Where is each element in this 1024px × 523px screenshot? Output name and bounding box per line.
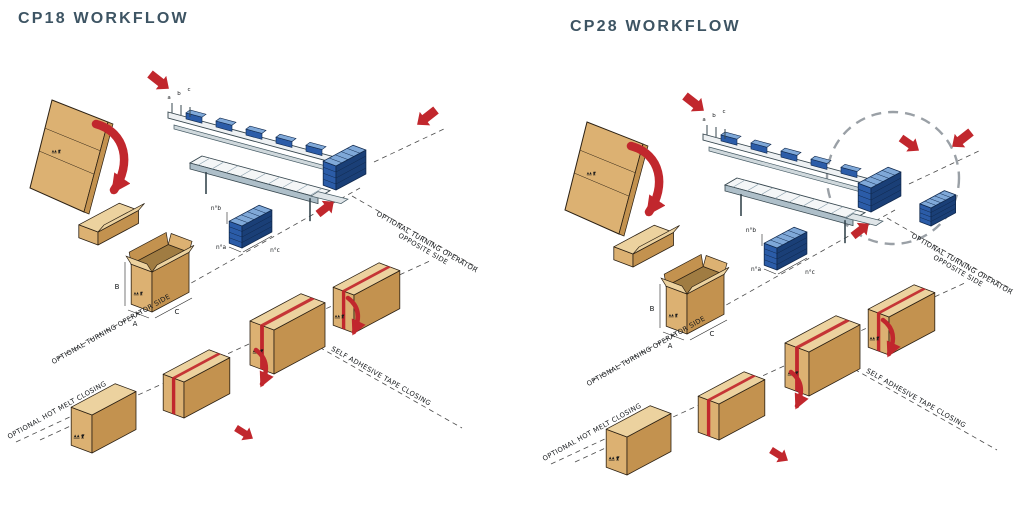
carton-taped-1 — [162, 349, 231, 419]
discharge-bundle — [322, 144, 367, 191]
label-mag-a: a — [702, 117, 705, 123]
label-mag-b: b — [712, 113, 716, 119]
label-n-b: n°b — [746, 228, 757, 234]
label-n-c: n°c — [270, 248, 280, 254]
label-optional-turning-operator-side: OPTIONAL TURNING OPERATOR SIDE — [50, 293, 172, 367]
shipping-marks-icon — [73, 434, 85, 439]
blank-stack-bundle — [763, 226, 808, 271]
flow-arrow-icon — [682, 92, 704, 112]
folded-carton — [78, 202, 145, 246]
curved-flow-arrow-icon — [788, 369, 809, 410]
flow-dashed-line — [373, 127, 447, 163]
double-discharge-highlight-circle — [825, 110, 961, 246]
label-n-c: n°c — [805, 270, 815, 276]
label-self-adhesive-tape-closing: SELF ADHESIVE TAPE CLOSING — [330, 345, 433, 408]
label-dim-B: B — [115, 283, 120, 291]
flow-arrow-icon — [952, 128, 974, 148]
label-optional-turning-operator-opposite-line1: OPTIONAL TURNING OPERATOR — [910, 232, 1014, 297]
magazine-dim-labels: a bc — [702, 109, 725, 123]
label-self-adhesive-tape-closing: SELF ADHESIVE TAPE CLOSING — [865, 367, 968, 430]
flow-dashed-line — [886, 217, 1014, 291]
cardboard-blank-sheet — [564, 121, 649, 237]
erected-carton — [660, 253, 730, 335]
label-optional-turning-operator-opposite-line1: OPTIONAL TURNING OPERATOR — [375, 210, 479, 275]
discharge-bundle — [857, 166, 902, 213]
flow-arrow-icon — [769, 447, 788, 463]
blank-stack-bundle — [228, 204, 273, 249]
fold-arrow-icon — [91, 119, 131, 195]
fold-arrow-icon — [626, 141, 666, 217]
label-optional-turning-operator-side: OPTIONAL TURNING OPERATOR SIDE — [585, 315, 707, 389]
dimension-line — [662, 331, 685, 341]
cardboard-blank-sheet — [29, 99, 114, 215]
erected-carton — [125, 231, 195, 313]
bundle-count-labels: n°b n°a n°c — [211, 206, 280, 254]
flow-arrow-icon — [850, 222, 869, 240]
magazine-dim-labels: a bc — [167, 87, 190, 101]
label-dim-C: C — [710, 330, 715, 338]
carton-dim-labels: B A C — [650, 284, 728, 350]
second-discharge-bundle — [919, 190, 957, 227]
cp28-title: CP28 WORKFLOW — [570, 18, 741, 35]
label-dim-A: A — [668, 342, 673, 350]
dimension-line — [242, 235, 273, 253]
carton-taped-2 — [784, 315, 861, 397]
shipping-marks-icon — [51, 149, 61, 154]
carton-taped-1 — [697, 371, 766, 441]
dimension-line — [228, 246, 242, 253]
flow-arrow-icon — [234, 425, 253, 441]
carton-taped-2 — [249, 293, 326, 375]
flow-dashed-line — [830, 355, 998, 451]
shipping-marks-icon — [608, 456, 620, 461]
carton-hot-melt-closed — [605, 405, 672, 476]
shipping-marks-icon — [668, 313, 678, 318]
carton-taped-3 — [867, 284, 936, 356]
flow-arrows — [682, 92, 974, 463]
curved-flow-arrow-icon — [345, 295, 366, 336]
shipping-marks-icon — [586, 171, 596, 176]
carton-dim-labels: B A C — [115, 262, 193, 328]
label-dim-B: B — [650, 305, 655, 313]
case-packer-machine — [702, 125, 884, 244]
curved-flow-arrow-icon — [880, 317, 901, 358]
flow-arrow-icon — [147, 70, 169, 90]
label-mag-a: a — [167, 95, 170, 101]
label-n-a: n°a — [216, 245, 227, 251]
shipping-marks-icon — [334, 314, 345, 319]
carton-hot-melt-closed — [70, 383, 137, 454]
carton-taped-3 — [332, 262, 401, 334]
flow-arrow-icon — [417, 106, 439, 126]
label-dim-C: C — [175, 308, 180, 316]
curved-flow-arrow-icon — [253, 347, 274, 388]
folded-carton — [613, 224, 680, 268]
flow-arrow-icon — [898, 134, 920, 152]
label-mag-c: c — [187, 87, 190, 93]
dimension-line — [763, 268, 777, 275]
dimension-line — [127, 309, 150, 319]
dimension-line — [154, 297, 193, 319]
label-n-b: n°b — [211, 206, 222, 212]
shipping-marks-icon — [869, 336, 880, 341]
flow-arrows — [147, 70, 439, 441]
flow-dashed-line — [351, 195, 479, 269]
flow-arrow-icon — [315, 200, 334, 218]
dimension-line — [777, 257, 808, 275]
flow-dashed-line — [908, 149, 982, 185]
shipping-marks-icon — [133, 291, 143, 296]
dimension-line — [689, 319, 728, 341]
label-mag-c: c — [722, 109, 725, 115]
flow-dashed-line — [295, 333, 463, 429]
label-n-a: n°a — [751, 267, 762, 273]
cp18-title: CP18 WORKFLOW — [18, 10, 189, 27]
label-dim-A: A — [133, 320, 138, 328]
bundle-count-labels: n°b n°a n°c — [746, 228, 815, 276]
case-packer-machine — [167, 103, 349, 222]
label-mag-b: b — [177, 91, 181, 97]
